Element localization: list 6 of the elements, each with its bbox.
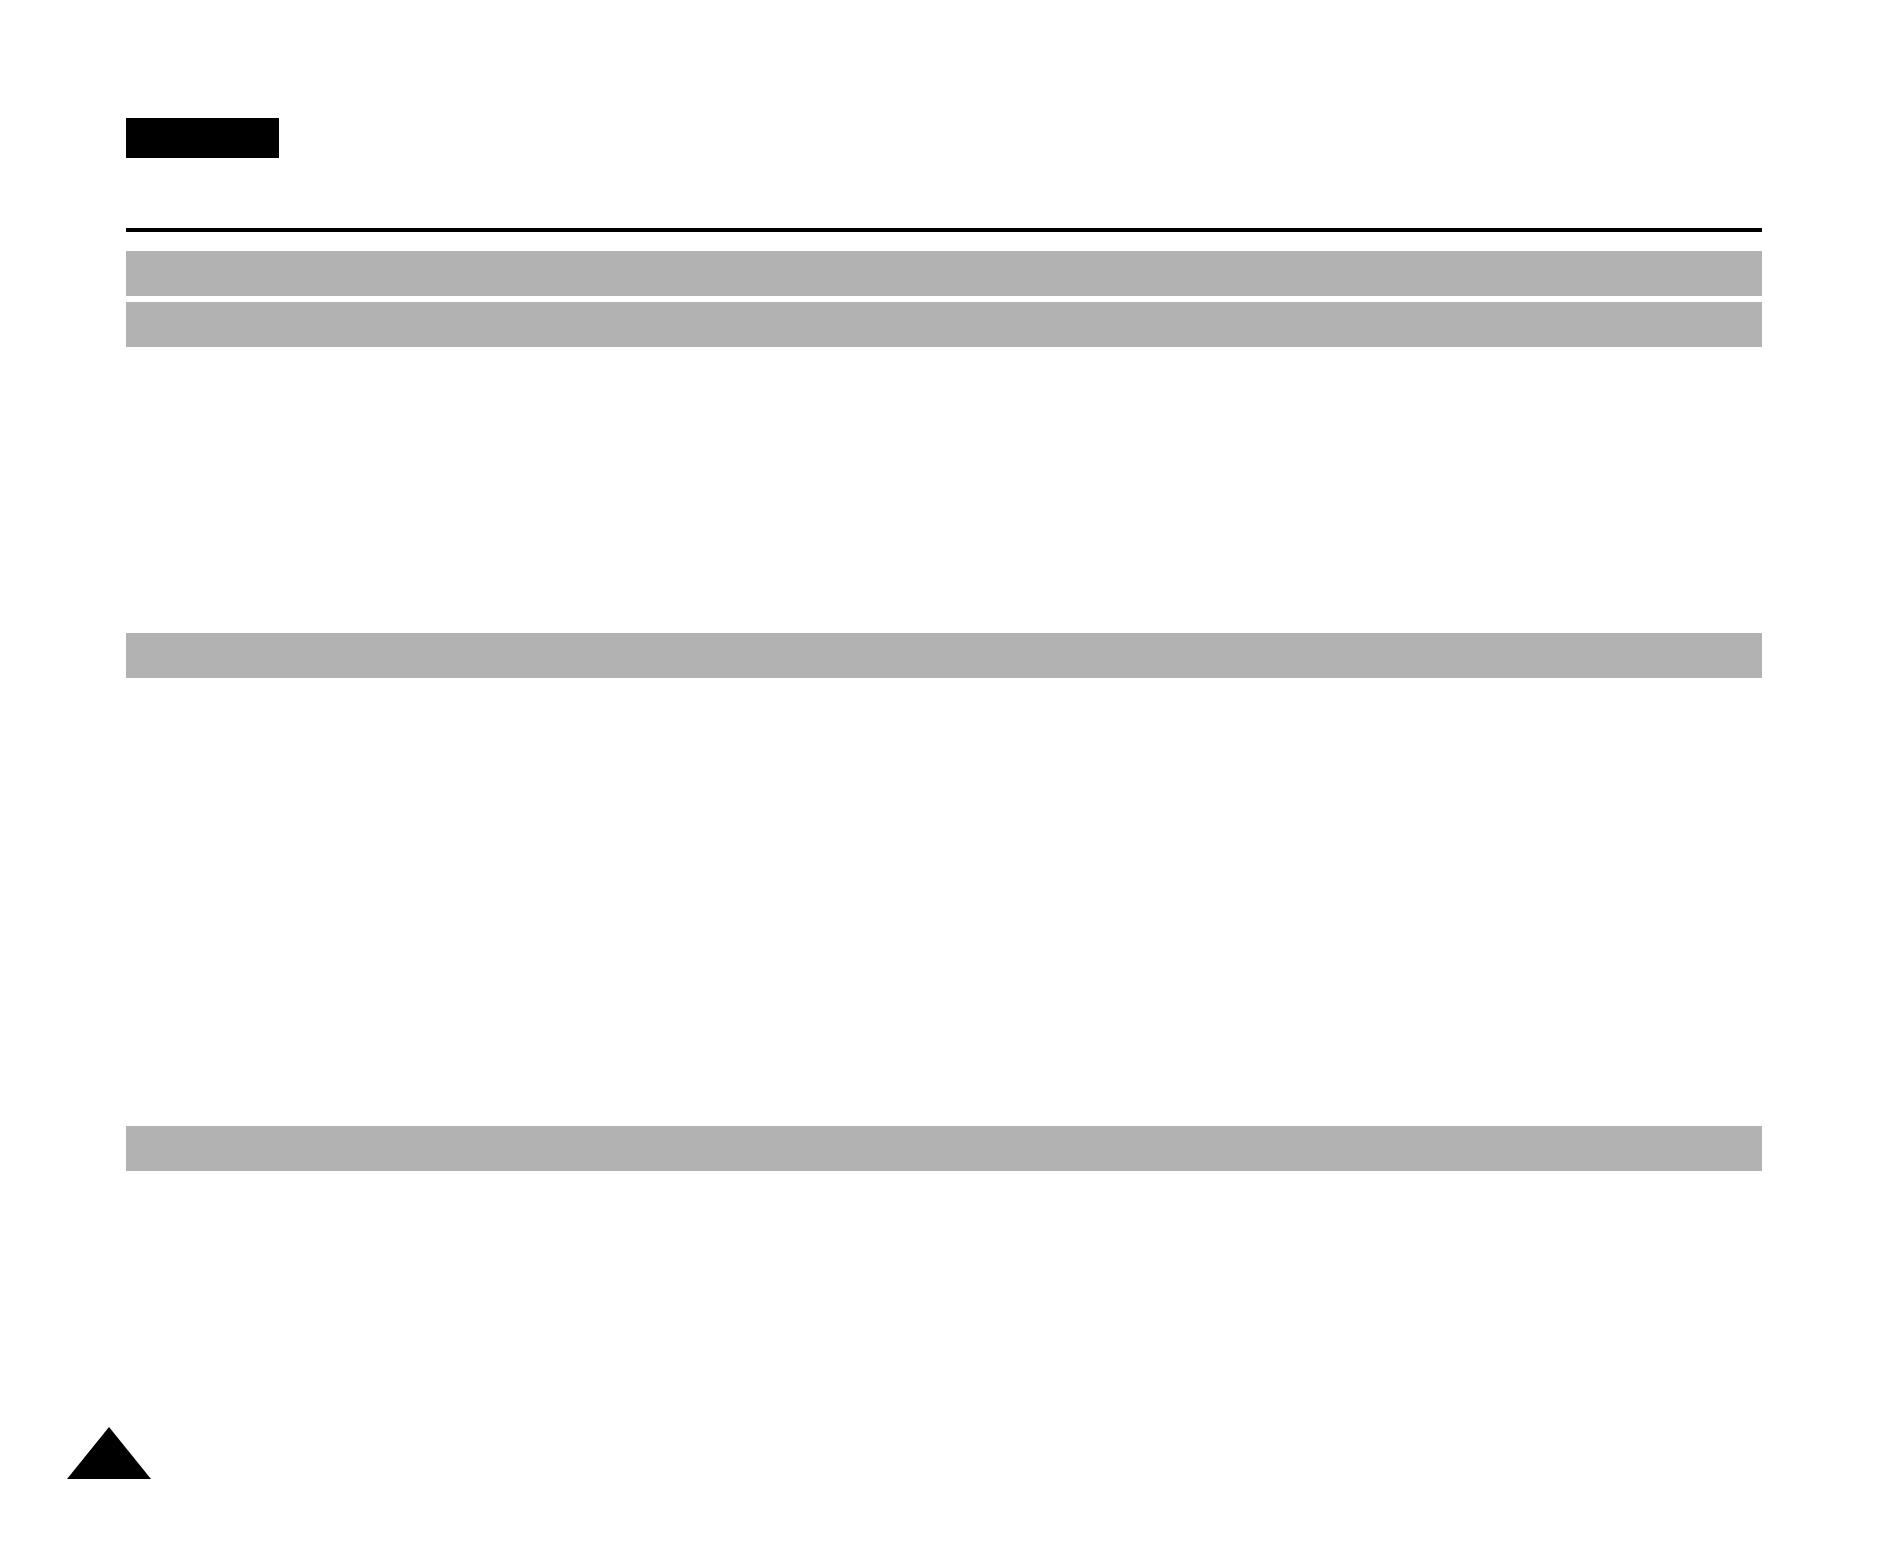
page-tab — [126, 118, 279, 158]
section-band — [126, 251, 1762, 296]
section-band — [126, 1126, 1762, 1171]
section-band — [126, 633, 1762, 678]
triangle-mark — [67, 1427, 151, 1479]
section-band — [126, 302, 1762, 347]
